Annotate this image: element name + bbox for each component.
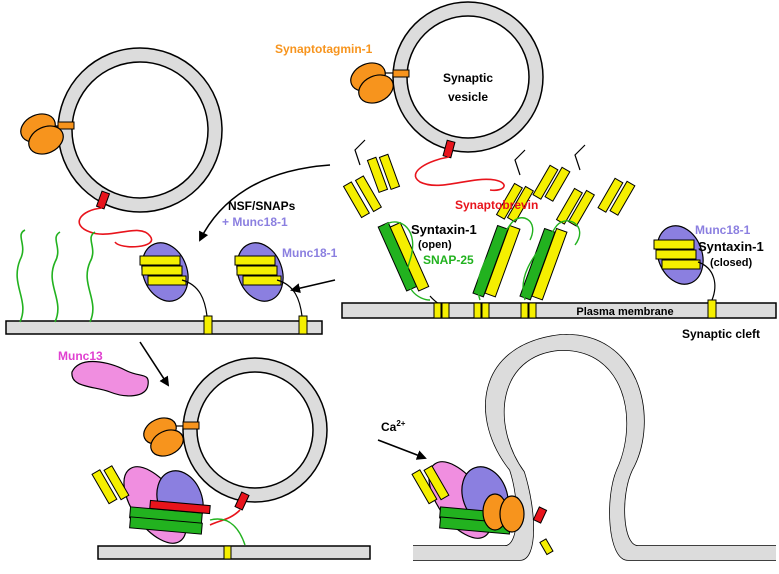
synaptotagmin-top-left xyxy=(20,113,64,155)
arrow-nsf-snaps xyxy=(199,164,331,242)
munc18-syntaxin-closed-right xyxy=(653,225,717,319)
primed-complex-bottom-left xyxy=(91,465,246,560)
fusing-complex-bottom-right xyxy=(411,461,554,556)
fusion-membrane-fill xyxy=(413,334,776,560)
label-munc18-arrow: Munc18-1 xyxy=(282,246,338,260)
label-snap25: SNAP-25 xyxy=(423,253,474,267)
munc13-free xyxy=(71,360,149,397)
munc18-syntaxin-closed-middle xyxy=(234,242,308,335)
arrow-calcium xyxy=(377,439,427,460)
vesicle-top-left xyxy=(58,48,222,212)
synaptobrevin-coil-top-center xyxy=(414,156,505,192)
label-synaptotagmin: Synaptotagmin-1 xyxy=(275,42,373,56)
synaptotagmin-top-center xyxy=(350,62,394,104)
arrow-munc13 xyxy=(139,341,170,387)
label-munc13: Munc13 xyxy=(58,349,103,363)
label-syntaxin-closed: Syntaxin-1 xyxy=(698,239,764,254)
synaptotagmin-tm-top-center xyxy=(392,69,410,78)
snare-complex-2 xyxy=(472,149,571,319)
label-munc18-closed: Munc18-1 xyxy=(695,223,751,237)
snap25-free-3 xyxy=(86,231,96,323)
synaptobrevin-coil-top-left xyxy=(78,207,153,248)
label-nsf-snaps: NSF/SNAPs xyxy=(228,199,296,213)
label-synaptic-cleft: Synaptic cleft xyxy=(682,327,760,341)
plasma-membrane-right xyxy=(341,302,777,319)
arrow-munc18 xyxy=(290,279,336,294)
synaptotagmin-bottom xyxy=(143,417,184,457)
vesicle-bottom-center xyxy=(183,358,327,502)
snap25-free-2 xyxy=(51,231,61,323)
plasma-membrane-left xyxy=(5,320,323,335)
label-calcium: Ca2+ xyxy=(381,419,406,434)
synaptotagmin-tm-bottom xyxy=(182,421,200,430)
label-vesicle-line2: vesicle xyxy=(448,90,488,104)
label-plasma-membrane: Plasma membrane xyxy=(576,306,673,318)
label-closed: (closed) xyxy=(710,257,753,269)
label-plus-munc18: + Munc18-1 xyxy=(222,215,288,229)
synaptobrevin-tm-bottom xyxy=(234,491,250,511)
snap25-free-1 xyxy=(16,229,26,323)
label-open: (open) xyxy=(418,239,452,251)
label-vesicle-line1: Synaptic xyxy=(443,71,493,85)
munc18-syntaxin-closed-left xyxy=(139,242,213,335)
synaptotagmin-tm-top-left xyxy=(57,121,75,130)
snare-complex-1 xyxy=(342,139,450,319)
label-syntaxin-open: Syntaxin-1 xyxy=(411,222,477,237)
plasma-membrane-bottom-left xyxy=(97,545,371,560)
snare-complex-3 xyxy=(519,144,636,319)
label-synaptobrevin: Synaptobrevin xyxy=(455,198,538,212)
synaptobrevin-coil-bottom xyxy=(209,509,241,526)
